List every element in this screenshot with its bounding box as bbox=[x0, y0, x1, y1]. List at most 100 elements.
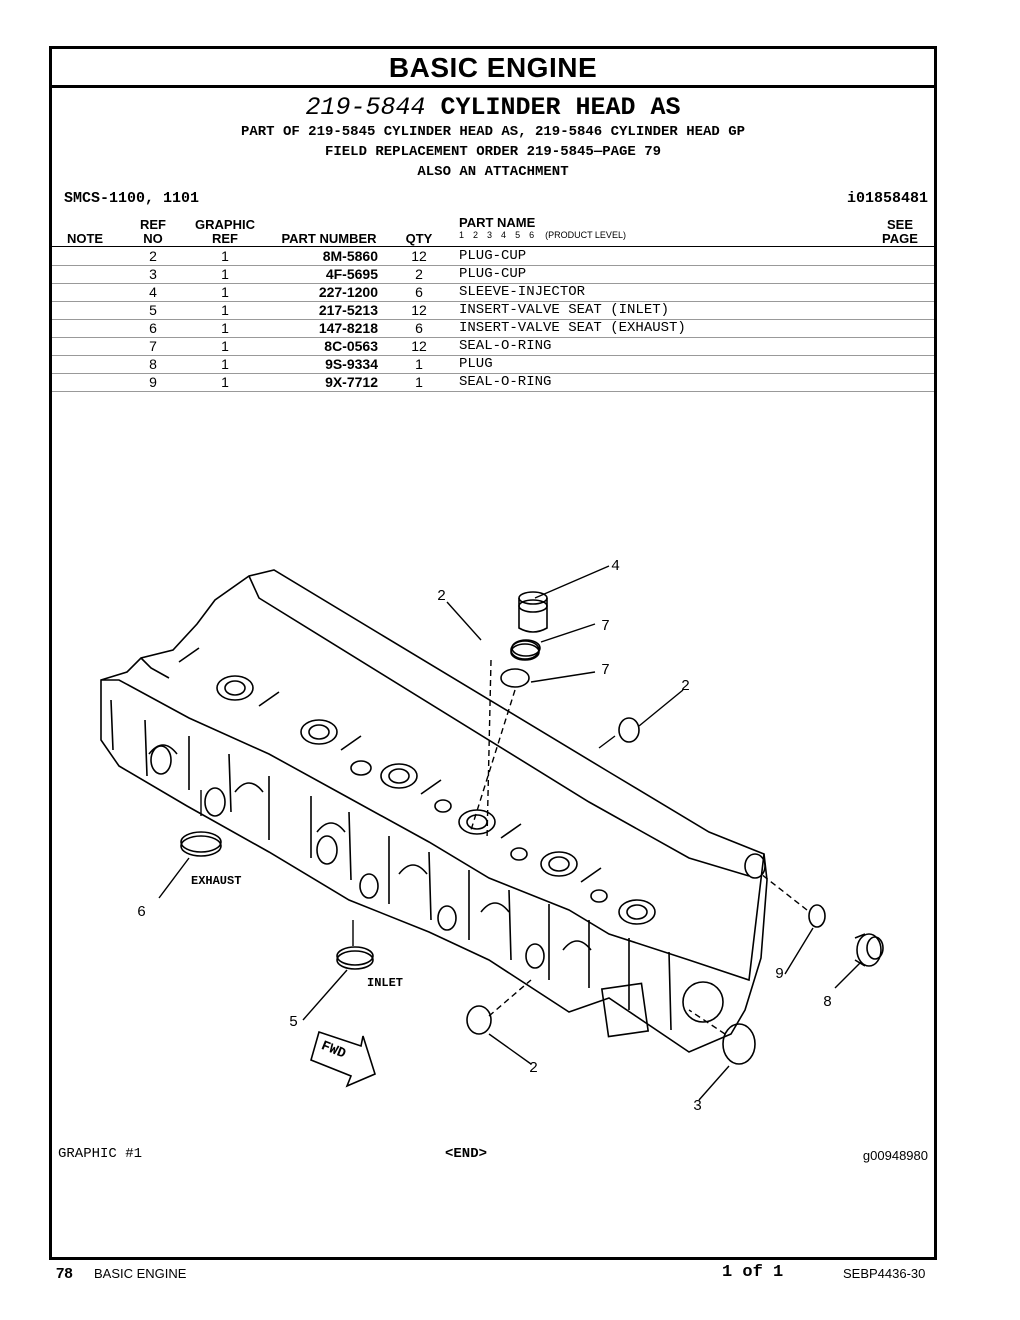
illustration-id: i01858481 bbox=[846, 190, 928, 207]
callout-5: 5 bbox=[289, 1014, 298, 1031]
exhaust-seat-insert-rim bbox=[180, 831, 222, 853]
ref-no: 3 bbox=[149, 266, 157, 282]
callout-2: 2 bbox=[529, 1060, 538, 1077]
part-number: 4F-5695 bbox=[325, 266, 378, 282]
table-row: 6 1 147-8218 6 INSERT-VALVE SEAT (EXHAUS… bbox=[52, 319, 934, 338]
graphic-ref: 1 bbox=[221, 302, 229, 318]
page-frame: BASIC ENGINE 219-5844 CYLINDER HEAD AS P… bbox=[49, 46, 937, 1260]
assembly-part-name: CYLINDER HEAD AS bbox=[440, 93, 681, 122]
ref-no: 5 bbox=[149, 302, 157, 318]
col-note: NOTE bbox=[66, 231, 104, 246]
qty: 12 bbox=[411, 302, 427, 318]
table-row: 7 1 8C-0563 12 SEAL-O-RING bbox=[52, 337, 934, 356]
col-see-page: SEE PAGE bbox=[872, 218, 928, 246]
col-part-name: PART NAME bbox=[459, 215, 536, 230]
table-row: 4 1 227-1200 6 SLEEVE-INJECTOR bbox=[52, 283, 934, 302]
plug-cup-side bbox=[618, 717, 640, 743]
part-number: 217-5213 bbox=[318, 302, 378, 318]
ref-no: 7 bbox=[149, 338, 157, 354]
callouts: 4 2 7 7 2 6 5 9 8 2 3 EXHAUST INLET bbox=[137, 558, 832, 1115]
part-name: PLUG-CUP bbox=[459, 266, 527, 282]
col-ref: REF NO bbox=[134, 218, 172, 246]
attachment-line: ALSO AN ATTACHMENT bbox=[417, 164, 569, 180]
product-level-label: (PRODUCT LEVEL) bbox=[545, 230, 626, 240]
col-graphic-ref: GRAPHIC REF bbox=[190, 218, 260, 246]
inlet-label: INLET bbox=[367, 976, 403, 990]
graphic-ref: 1 bbox=[221, 338, 229, 354]
cylinder-head-body bbox=[100, 569, 768, 1053]
part-number: 8M-5860 bbox=[322, 248, 378, 264]
table-row: 8 1 9S-9334 1 PLUG bbox=[52, 355, 934, 374]
end-marker: <END> bbox=[445, 1146, 488, 1162]
section-title: BASIC ENGINE bbox=[52, 49, 934, 88]
table-row: 2 1 8M-5860 12 PLUG-CUP bbox=[52, 247, 934, 266]
col-ref-top: REF bbox=[140, 217, 166, 232]
part-name: SLEEVE-INJECTOR bbox=[459, 284, 586, 300]
graphic-ref: 1 bbox=[221, 356, 229, 372]
table-row: 5 1 217-5213 12 INSERT-VALVE SEAT (INLET… bbox=[52, 301, 934, 320]
ref-no: 4 bbox=[149, 284, 157, 300]
col-see-top: SEE bbox=[886, 217, 913, 232]
ref-no: 8 bbox=[149, 356, 157, 372]
inlet-seat-insert bbox=[336, 950, 374, 970]
table-row: 9 1 9X-7712 1 SEAL-O-RING bbox=[52, 373, 934, 392]
part-number: 227-1200 bbox=[318, 284, 378, 300]
table-row: 3 1 4F-5695 2 PLUG-CUP bbox=[52, 265, 934, 284]
callout-2: 2 bbox=[681, 678, 690, 695]
qty: 12 bbox=[411, 248, 427, 264]
part-of-line: PART OF 219-5845 CYLINDER HEAD AS, 219-5… bbox=[240, 124, 746, 140]
callout-2: 2 bbox=[437, 588, 446, 605]
part-number: 8C-0563 bbox=[324, 338, 378, 354]
smcs-code: SMCS-1100, 1101 bbox=[64, 190, 200, 207]
exhaust-label: EXHAUST bbox=[191, 874, 241, 888]
part-number: 9S-9334 bbox=[325, 356, 378, 372]
part-name: SEAL-O-RING bbox=[459, 374, 552, 390]
col-qty: QTY bbox=[405, 231, 433, 246]
ref-no: 2 bbox=[149, 248, 157, 264]
page-count: 1 of 1 bbox=[722, 1263, 784, 1282]
callout-7: 7 bbox=[601, 618, 610, 635]
graphic-id: g00948980 bbox=[862, 1148, 928, 1163]
callout-9: 9 bbox=[775, 966, 784, 983]
qty: 1 bbox=[415, 356, 423, 372]
document-number: SEBP4436-30 bbox=[843, 1266, 926, 1281]
col-see-bottom: PAGE bbox=[882, 231, 918, 246]
ref-no: 9 bbox=[149, 374, 157, 390]
inlet-seat-insert-rim bbox=[336, 946, 374, 966]
graphic-ref: 1 bbox=[221, 374, 229, 390]
ref-no: 6 bbox=[149, 320, 157, 336]
graphic-label: GRAPHIC #1 bbox=[58, 1146, 143, 1162]
o-ring-upper bbox=[510, 640, 540, 660]
injector-sleeve bbox=[518, 591, 548, 633]
qty: 2 bbox=[415, 266, 423, 282]
graphic-ref: 1 bbox=[221, 320, 229, 336]
callout-8: 8 bbox=[823, 994, 832, 1011]
page-number: 78 bbox=[56, 1265, 73, 1282]
part-name: PLUG-CUP bbox=[459, 248, 527, 264]
level-2: 2 bbox=[473, 230, 479, 240]
qty: 6 bbox=[415, 320, 423, 336]
part-name: PLUG bbox=[459, 356, 493, 372]
qty: 6 bbox=[415, 284, 423, 300]
callout-7: 7 bbox=[601, 662, 610, 679]
level-6: 6 bbox=[529, 230, 535, 240]
level-4: 4 bbox=[501, 230, 507, 240]
callout-4: 4 bbox=[611, 558, 620, 575]
col-graphic-bottom: REF bbox=[212, 231, 238, 246]
cylinder-head-drawing: 4 2 7 7 2 6 5 9 8 2 3 EXHAUST INLET FWD bbox=[100, 558, 884, 1115]
part-number: 9X-7712 bbox=[325, 374, 378, 390]
part-name: INSERT-VALVE SEAT (EXHAUST) bbox=[459, 320, 686, 336]
col-graphic-top: GRAPHIC bbox=[195, 217, 255, 232]
assembly-part-number: 219-5844 bbox=[305, 93, 426, 122]
o-ring-lower bbox=[500, 668, 530, 688]
field-replacement-line: FIELD REPLACEMENT ORDER 219-5845—PAGE 79 bbox=[324, 144, 662, 160]
qty: 1 bbox=[415, 374, 423, 390]
col-ref-bottom: NO bbox=[143, 231, 163, 246]
assembly-title: 219-5844 CYLINDER HEAD AS bbox=[52, 93, 934, 122]
graphic-ref: 1 bbox=[221, 248, 229, 264]
leader-lines bbox=[158, 565, 862, 1101]
graphic-ref: 1 bbox=[221, 284, 229, 300]
graphic-ref: 1 bbox=[221, 266, 229, 282]
level-3: 3 bbox=[487, 230, 493, 240]
